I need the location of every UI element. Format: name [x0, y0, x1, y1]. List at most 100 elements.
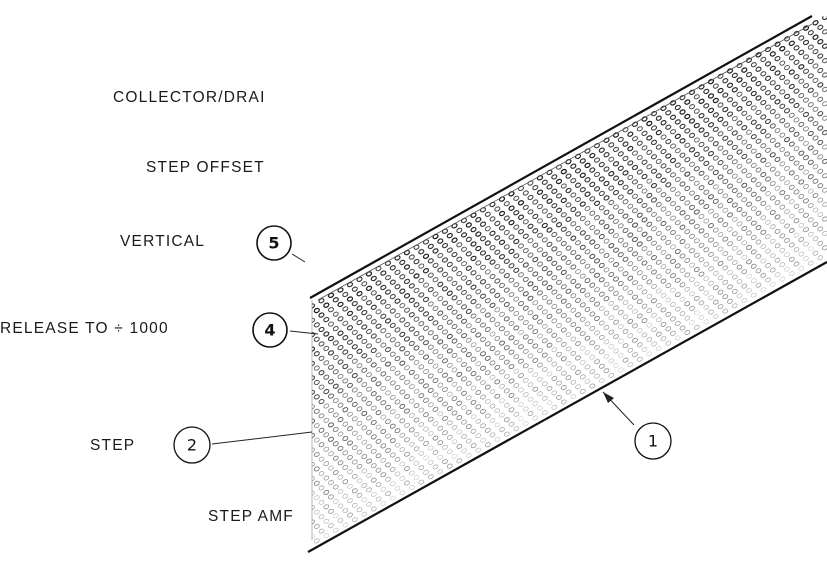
label-collector-drain: COLLECTOR/DRAI	[113, 89, 266, 107]
perforation-hole	[784, 266, 790, 272]
perforation-hole	[679, 224, 686, 230]
perforation-hole	[750, 119, 757, 125]
perforation-hole	[532, 228, 539, 234]
perforation-hole	[380, 385, 387, 391]
perforation-hole	[551, 289, 558, 295]
perforation-hole	[707, 93, 715, 99]
perforation-hole	[622, 155, 629, 162]
perforation-hole	[475, 245, 482, 252]
perforation-hole	[460, 232, 468, 238]
perforation-hole	[646, 265, 653, 270]
perforation-hole	[651, 255, 657, 261]
perforation-hole	[608, 271, 615, 278]
perforation-hole	[646, 221, 653, 227]
perforation-hole	[736, 192, 743, 198]
perforation-hole	[522, 262, 529, 268]
perforation-hole	[375, 323, 382, 329]
perforation-hole	[650, 125, 658, 131]
perforation-hole	[484, 326, 491, 333]
perforation-hole	[323, 432, 330, 438]
perforation-hole	[584, 162, 591, 169]
perforation-hole	[660, 120, 667, 126]
perforation-hole	[465, 294, 472, 300]
perforation-hole	[546, 313, 553, 319]
perforation-hole	[494, 422, 501, 428]
perforation-hole	[409, 485, 415, 490]
perforation-hole	[541, 338, 548, 344]
perforation-hole	[575, 355, 581, 361]
perforation-hole	[484, 312, 491, 318]
perforation-hole	[793, 74, 800, 80]
perforation-hole	[508, 335, 515, 341]
perforation-hole	[375, 453, 382, 459]
perforation-hole	[598, 262, 605, 268]
perforation-hole	[822, 130, 827, 136]
perforation-hole	[494, 350, 501, 356]
perforation-hole	[342, 464, 349, 470]
perforation-hole	[508, 277, 515, 283]
perforation-hole	[603, 238, 610, 244]
perforation-hole	[527, 238, 534, 244]
perforation-hole	[337, 359, 344, 365]
perforation-hole	[475, 274, 482, 280]
perforation-hole	[437, 368, 444, 374]
perforation-hole	[541, 309, 548, 315]
perforation-hole	[508, 378, 515, 384]
perforation-hole	[627, 318, 634, 324]
perforation-hole	[693, 295, 700, 301]
perforation-hole	[755, 124, 762, 130]
perforation-hole	[342, 493, 349, 499]
perforation-hole	[708, 223, 714, 229]
perforation-hole	[603, 325, 610, 330]
perforation-hole	[622, 184, 629, 190]
perforation-hole	[617, 165, 624, 171]
perforation-hole	[437, 469, 444, 474]
perforation-hole	[470, 313, 477, 319]
perforation-hole	[518, 329, 524, 335]
perforation-hole	[589, 181, 596, 188]
perforation-hole	[480, 437, 486, 443]
perforation-hole	[522, 320, 529, 326]
perforation-hole	[783, 108, 791, 114]
perforation-hole	[356, 291, 363, 297]
perforation-hole	[447, 449, 453, 455]
perforation-hole	[717, 160, 724, 166]
perforation-hole	[532, 199, 539, 205]
perforation-hole	[632, 179, 638, 185]
perforation-hole	[446, 247, 453, 253]
perforation-hole	[755, 109, 762, 115]
perforation-hole	[779, 89, 786, 95]
perforation-hole	[612, 146, 620, 153]
perforation-hole	[798, 136, 805, 142]
perforation-hole	[684, 243, 691, 249]
perforation-hole	[313, 307, 320, 314]
perforation-hole	[650, 168, 658, 174]
perforation-hole	[556, 294, 562, 300]
perforation-hole	[670, 273, 676, 279]
perforation-hole	[722, 279, 729, 285]
perforation-hole	[817, 53, 824, 59]
perforation-hole	[655, 129, 662, 136]
perforation-hole	[693, 166, 700, 172]
perforation-hole	[413, 431, 420, 437]
perforation-hole	[570, 250, 577, 256]
perforation-hole	[451, 338, 458, 344]
perforation-hole	[513, 325, 520, 331]
perforation-hole	[717, 246, 724, 252]
perforation-hole	[779, 247, 786, 253]
perforation-hole	[423, 455, 429, 461]
perforation-hole	[356, 449, 363, 455]
perforation-hole	[660, 235, 667, 241]
perforation-hole	[551, 347, 558, 353]
perforation-hole	[574, 182, 582, 188]
perforation-hole	[636, 356, 643, 362]
perforation-hole	[745, 100, 753, 107]
perforation-hole	[522, 334, 529, 340]
perforation-hole	[356, 478, 363, 484]
perforation-hole	[622, 199, 629, 205]
perforation-hole	[370, 333, 377, 339]
perforation-hole	[408, 369, 415, 375]
perforation-hole	[807, 87, 814, 93]
perforation-hole	[798, 35, 805, 41]
perforation-hole	[769, 224, 776, 230]
